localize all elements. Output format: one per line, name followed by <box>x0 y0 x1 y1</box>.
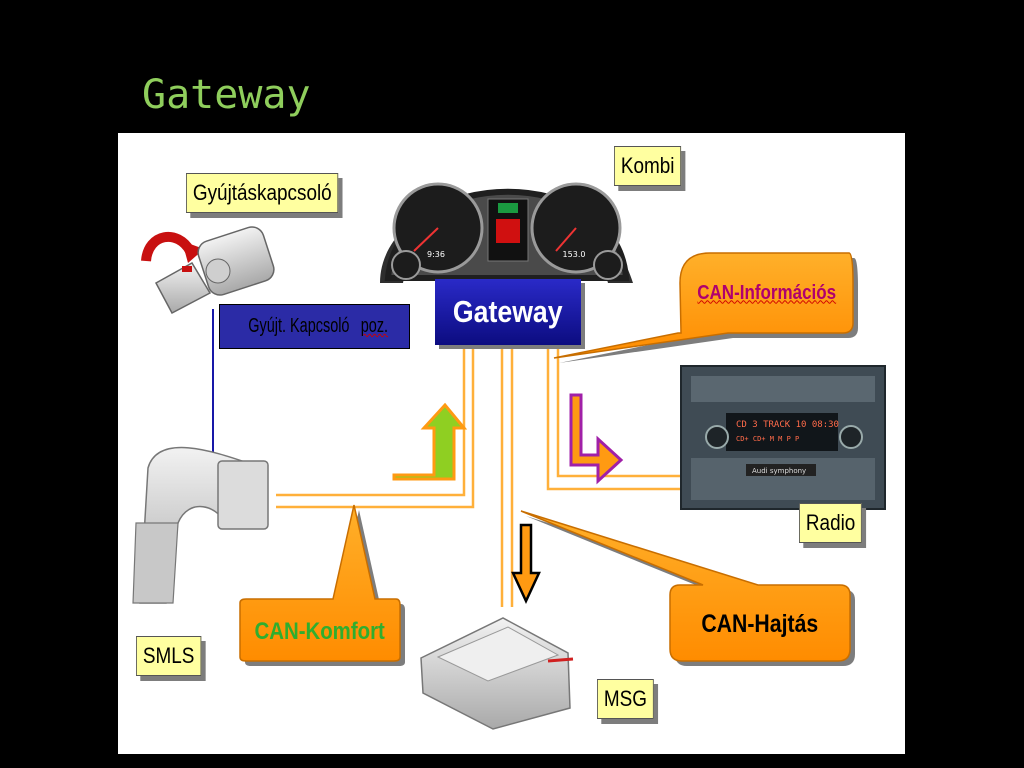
cluster-left-display: 9:36 <box>427 250 445 259</box>
smls-module-icon <box>132 446 269 604</box>
label-smls: SMLS <box>136 636 202 676</box>
radio-unit-icon <box>680 365 886 510</box>
callout-can-info-shape <box>553 252 858 363</box>
label-msg: MSG <box>597 679 654 719</box>
slide-title: Gateway <box>142 72 311 118</box>
purple-right-arrow-icon <box>569 393 624 485</box>
radio-display-line2: CD+ CD+ M M P P <box>736 435 799 443</box>
position-signal-arrow <box>208 309 218 464</box>
green-upward-arrow-icon <box>392 402 468 481</box>
ignition-key-icon <box>141 226 275 315</box>
gateway-label: Gateway <box>453 294 563 329</box>
callout-can-drive: CAN-Hajtás <box>670 598 850 650</box>
ignition-position-text: Gyújt. Kapcsoló <box>247 315 350 337</box>
callout-can-drive-shape <box>520 510 855 666</box>
label-ignition-switch: Gyújtáskapcsoló <box>186 173 339 213</box>
msg-module-icon <box>420 617 574 730</box>
label-kombi: Kombi <box>614 146 682 186</box>
callout-can-drive-label: CAN-Hajtás <box>701 609 819 638</box>
ignition-position-abbrev: poz. <box>360 315 388 337</box>
cluster-right-display: 153.0 <box>563 250 586 259</box>
ignition-position-box: Gyújt. Kapcsoló poz. <box>219 304 410 349</box>
callout-can-info-label: CAN-Információs <box>697 281 836 304</box>
callout-can-komfort-label: CAN-Komfort <box>254 618 386 645</box>
diagram-graphics: 9:36 153.0 CD 3 TRACK 10 08:30 CD+ CD+ M… <box>132 182 886 730</box>
callout-can-info: CAN-Információs <box>680 273 853 313</box>
diagram-panel: 9:36 153.0 CD 3 TRACK 10 08:30 CD+ CD+ M… <box>118 133 905 754</box>
gateway-wires <box>276 346 681 607</box>
radio-brand: Audi symphony <box>752 467 806 475</box>
gateway-box: Gateway <box>435 279 581 345</box>
black-down-arrow-icon <box>511 523 541 604</box>
radio-display-line1: CD 3 TRACK 10 08:30 <box>736 420 839 430</box>
instrument-cluster-icon <box>380 182 633 283</box>
callout-can-komfort-shape <box>239 504 405 666</box>
callout-can-komfort: CAN-Komfort <box>240 609 400 655</box>
label-radio: Radio <box>799 503 863 543</box>
